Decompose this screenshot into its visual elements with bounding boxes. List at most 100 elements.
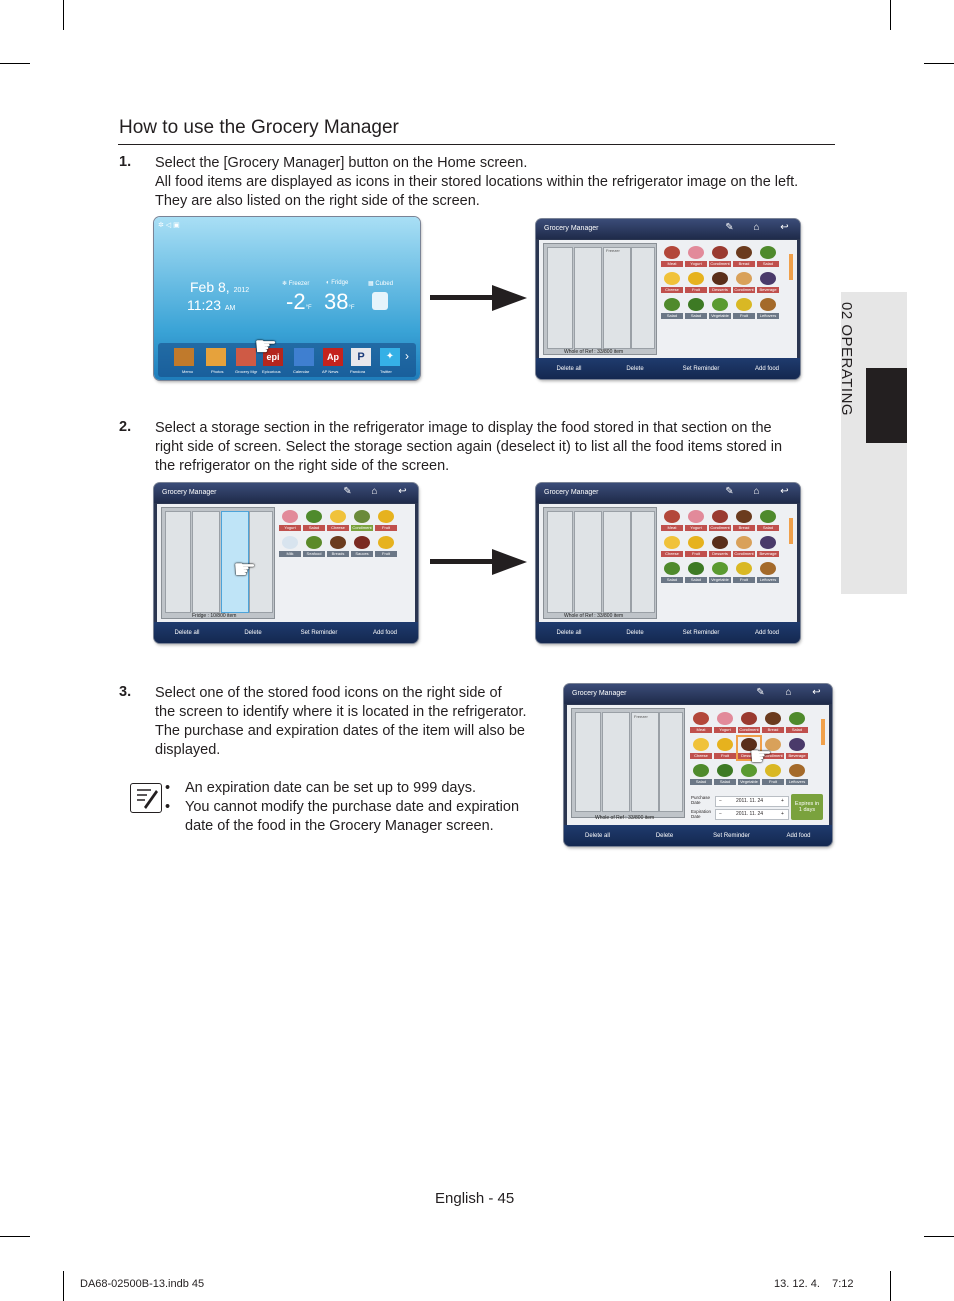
food-item-cheese[interactable]: Cheese bbox=[661, 535, 683, 557]
food-item-yogurt[interactable]: Yogurt bbox=[714, 711, 736, 733]
home-icon[interactable]: ⌂ bbox=[753, 486, 760, 497]
delete-button[interactable]: Delete bbox=[244, 630, 262, 636]
expiration-date-field[interactable]: − 2011. 11. 24 + bbox=[715, 809, 789, 820]
food-item-vegetable[interactable]: Vegetable bbox=[709, 561, 731, 583]
home-icon[interactable]: ⌂ bbox=[371, 486, 378, 497]
add-food-button[interactable]: Add food bbox=[372, 630, 398, 636]
food-item-fruit[interactable]: Fruit bbox=[714, 737, 736, 759]
add-food-button[interactable]: Add food bbox=[786, 833, 811, 839]
fridge-door-left[interactable] bbox=[575, 712, 601, 812]
food-item-salad-3[interactable]: Salad bbox=[685, 561, 707, 583]
food-item-breads[interactable]: Breads bbox=[327, 535, 349, 557]
freezer-section[interactable] bbox=[574, 247, 602, 349]
food-item-condiment[interactable]: Condiment bbox=[351, 509, 373, 531]
food-item-condiment-2[interactable]: Condiment bbox=[733, 535, 755, 557]
back-icon[interactable]: ↩ bbox=[780, 486, 789, 497]
fridge-door-right[interactable] bbox=[631, 247, 655, 349]
home-icon[interactable]: ⌂ bbox=[753, 222, 760, 233]
add-food-button[interactable]: Add food bbox=[754, 630, 780, 636]
food-item-fruit[interactable]: Fruit bbox=[375, 509, 397, 531]
food-item-salad-3[interactable]: Salad bbox=[714, 763, 736, 785]
list-icon[interactable]: ✎ bbox=[725, 486, 734, 497]
food-item-bread[interactable]: Bread bbox=[733, 245, 755, 267]
plus-icon[interactable]: + bbox=[781, 811, 784, 817]
set-reminder-button[interactable]: Set Reminder bbox=[300, 630, 338, 636]
set-reminder-button[interactable]: Set Reminder bbox=[682, 630, 720, 636]
food-item-fruit-2[interactable]: Fruit bbox=[375, 535, 397, 557]
back-icon[interactable]: ↩ bbox=[780, 222, 789, 233]
freezer-section[interactable] bbox=[192, 511, 220, 613]
food-item-yogurt[interactable]: Yogurt bbox=[685, 245, 707, 267]
food-item-meat[interactable]: Meat bbox=[661, 509, 683, 531]
dock-next-arrow-icon[interactable]: › bbox=[405, 349, 409, 363]
food-item-salad[interactable]: Salad bbox=[786, 711, 808, 733]
delete-button[interactable]: Delete bbox=[655, 833, 674, 839]
fridge-door-right[interactable] bbox=[631, 511, 655, 613]
food-item-sauces[interactable]: Sauces bbox=[351, 535, 373, 557]
food-item-condiment-2[interactable]: Condiment bbox=[733, 271, 755, 293]
food-item-beverage[interactable]: Beverage bbox=[786, 737, 808, 759]
fridge-section[interactable] bbox=[603, 247, 631, 349]
food-item-cheese[interactable]: Cheese bbox=[661, 271, 683, 293]
ap-news-app-icon[interactable]: Ap bbox=[323, 348, 343, 366]
food-item-vegetable[interactable]: Vegetable bbox=[738, 763, 760, 785]
delete-button[interactable]: Delete bbox=[626, 366, 644, 372]
grid-scrollbar[interactable] bbox=[821, 719, 825, 745]
food-item-cheese[interactable]: Cheese bbox=[327, 509, 349, 531]
food-item-seafood[interactable]: Seafood bbox=[303, 535, 325, 557]
calendar-app-icon[interactable] bbox=[294, 348, 314, 366]
food-item-salad[interactable]: Salad bbox=[757, 509, 779, 531]
back-icon[interactable]: ↩ bbox=[812, 687, 821, 698]
food-item-leftovers[interactable]: Leftovers bbox=[757, 561, 779, 583]
minus-icon[interactable]: − bbox=[719, 811, 722, 817]
twitter-app-icon[interactable]: ✦ bbox=[380, 348, 400, 366]
add-food-button[interactable]: Add food bbox=[754, 366, 780, 372]
food-item-condiment[interactable]: Condiment bbox=[738, 711, 760, 733]
fridge-image[interactable] bbox=[543, 507, 657, 619]
food-item-salad-2[interactable]: Salad bbox=[690, 763, 712, 785]
fridge-door-right[interactable] bbox=[249, 511, 273, 613]
food-item-leftovers[interactable]: Leftovers bbox=[786, 763, 808, 785]
food-item-leftovers[interactable]: Leftovers bbox=[757, 297, 779, 319]
fridge-section[interactable] bbox=[631, 712, 659, 812]
fridge-door-left[interactable] bbox=[547, 247, 573, 349]
food-item-fruit-2[interactable]: Fruit bbox=[762, 763, 784, 785]
freezer-section[interactable] bbox=[574, 511, 602, 613]
food-item-salad-2[interactable]: Salad bbox=[661, 561, 683, 583]
food-item-desserts[interactable]: Desserts bbox=[709, 271, 731, 293]
fridge-image[interactable] bbox=[161, 507, 275, 619]
food-item-condiment-2[interactable]: Condiment bbox=[762, 737, 784, 759]
food-item-salad-3[interactable]: Salad bbox=[685, 297, 707, 319]
food-item-yogurt[interactable]: Yogurt bbox=[279, 509, 301, 531]
fridge-door-right[interactable] bbox=[659, 712, 683, 812]
epicurious-app-icon[interactable]: epi bbox=[263, 348, 283, 366]
food-item-condiment[interactable]: Condiment bbox=[709, 245, 731, 267]
food-item-salad-2[interactable]: Salad bbox=[661, 297, 683, 319]
grid-scrollbar[interactable] bbox=[789, 254, 793, 280]
pandora-app-icon[interactable]: P bbox=[351, 348, 371, 366]
fridge-section[interactable] bbox=[603, 511, 631, 613]
list-icon[interactable]: ✎ bbox=[725, 222, 734, 233]
food-item-meat[interactable]: Meat bbox=[690, 711, 712, 733]
food-item-condiment[interactable]: Condiment bbox=[709, 509, 731, 531]
food-item-salad[interactable]: Salad bbox=[303, 509, 325, 531]
list-icon[interactable]: ✎ bbox=[756, 687, 765, 698]
set-reminder-button[interactable]: Set Reminder bbox=[682, 366, 720, 372]
fridge-section-selected[interactable] bbox=[221, 511, 249, 613]
food-item-meat[interactable]: Meat bbox=[661, 245, 683, 267]
food-item-bread[interactable]: Bread bbox=[762, 711, 784, 733]
back-icon[interactable]: ↩ bbox=[398, 486, 407, 497]
food-item-bread[interactable]: Bread bbox=[733, 509, 755, 531]
food-item-fruit[interactable]: Fruit bbox=[685, 535, 707, 557]
food-item-fruit-2[interactable]: Fruit bbox=[733, 297, 755, 319]
memo-app-icon[interactable] bbox=[174, 348, 194, 366]
food-item-desserts[interactable]: Desserts bbox=[709, 535, 731, 557]
food-item-cheese[interactable]: Cheese bbox=[690, 737, 712, 759]
home-icon[interactable]: ⌂ bbox=[785, 687, 792, 698]
food-item-fruit[interactable]: Fruit bbox=[685, 271, 707, 293]
food-item-milk[interactable]: Milk bbox=[279, 535, 301, 557]
food-item-beverage[interactable]: Beverage bbox=[757, 535, 779, 557]
food-item-vegetable[interactable]: Vegetable bbox=[709, 297, 731, 319]
photos-app-icon[interactable] bbox=[206, 348, 226, 366]
delete-all-button[interactable]: Delete all bbox=[556, 366, 582, 372]
